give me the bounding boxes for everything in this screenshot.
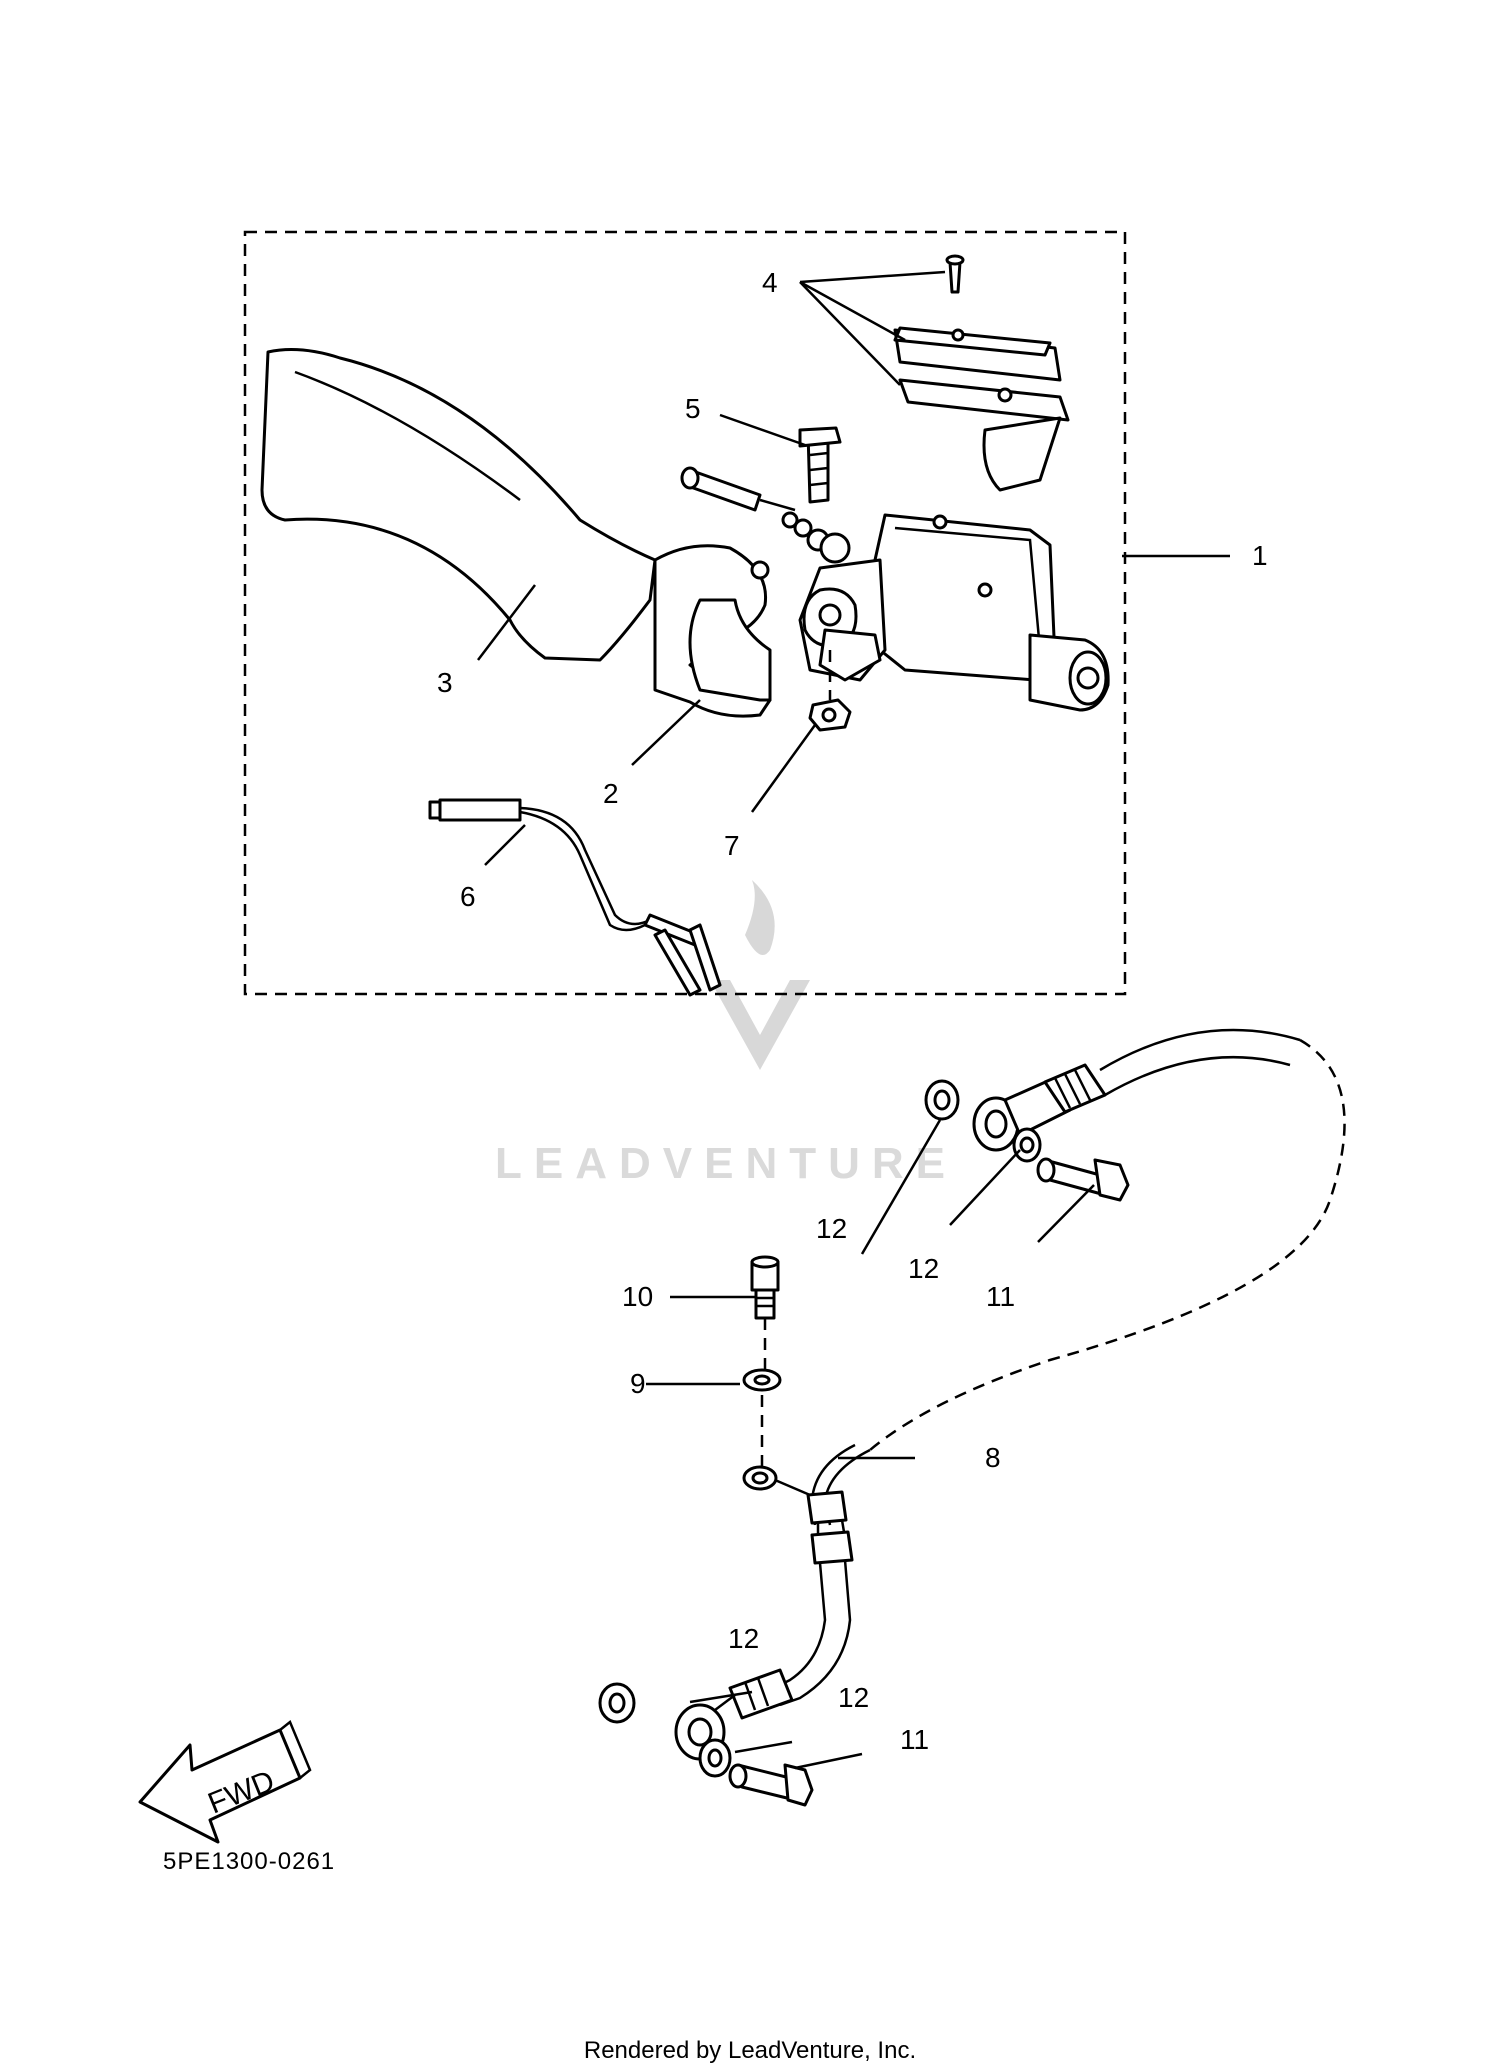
brake-hose	[598, 1443, 871, 1807]
callout-9: 9	[630, 1368, 646, 1399]
callout-12-upper-left: 12	[816, 1213, 847, 1244]
master-cylinder	[798, 513, 1110, 712]
assembly-boundary	[243, 230, 1127, 996]
diagram-code: 5PE1300-0261	[163, 1848, 336, 1875]
reservoir-cap-set	[893, 254, 1070, 492]
callout-5: 5	[685, 393, 701, 424]
pivot-bolt	[798, 426, 842, 504]
brake-switch	[428, 798, 722, 997]
upper-banjo-fitting	[924, 1028, 1301, 1202]
hose-dashed-path	[869, 1038, 1346, 1451]
callout-6: 6	[460, 881, 476, 912]
callout-8: 8	[985, 1442, 1001, 1473]
callout-4: 4	[762, 267, 778, 298]
leader-lines	[477, 270, 1230, 1770]
callout-10: 10	[622, 1281, 653, 1312]
callout-7: 7	[724, 830, 740, 861]
callout-12-lower-left: 12	[728, 1623, 759, 1654]
callout-11-upper: 11	[986, 1281, 1015, 1312]
callout-12-lower-right: 12	[838, 1682, 869, 1713]
lever-holder	[688, 598, 772, 702]
watermark-logo: LEADVENTURE	[495, 880, 957, 1188]
callout-11-lower: 11	[900, 1724, 929, 1755]
footer-credit: Rendered by LeadVenture, Inc.	[583, 2037, 917, 2064]
clamp-bolt	[750, 1255, 780, 1370]
callout-12-upper-right: 12	[908, 1253, 939, 1284]
watermark-text: LEADVENTURE	[495, 1139, 957, 1188]
callout-2: 2	[603, 778, 619, 809]
callout-3: 3	[437, 667, 453, 698]
callout-1: 1	[1252, 540, 1268, 571]
forward-arrow-icon: FWD	[138, 1719, 312, 1844]
washer-9	[742, 1368, 782, 1470]
push-rod-and-spring	[680, 466, 851, 564]
lock-nut	[808, 650, 852, 732]
